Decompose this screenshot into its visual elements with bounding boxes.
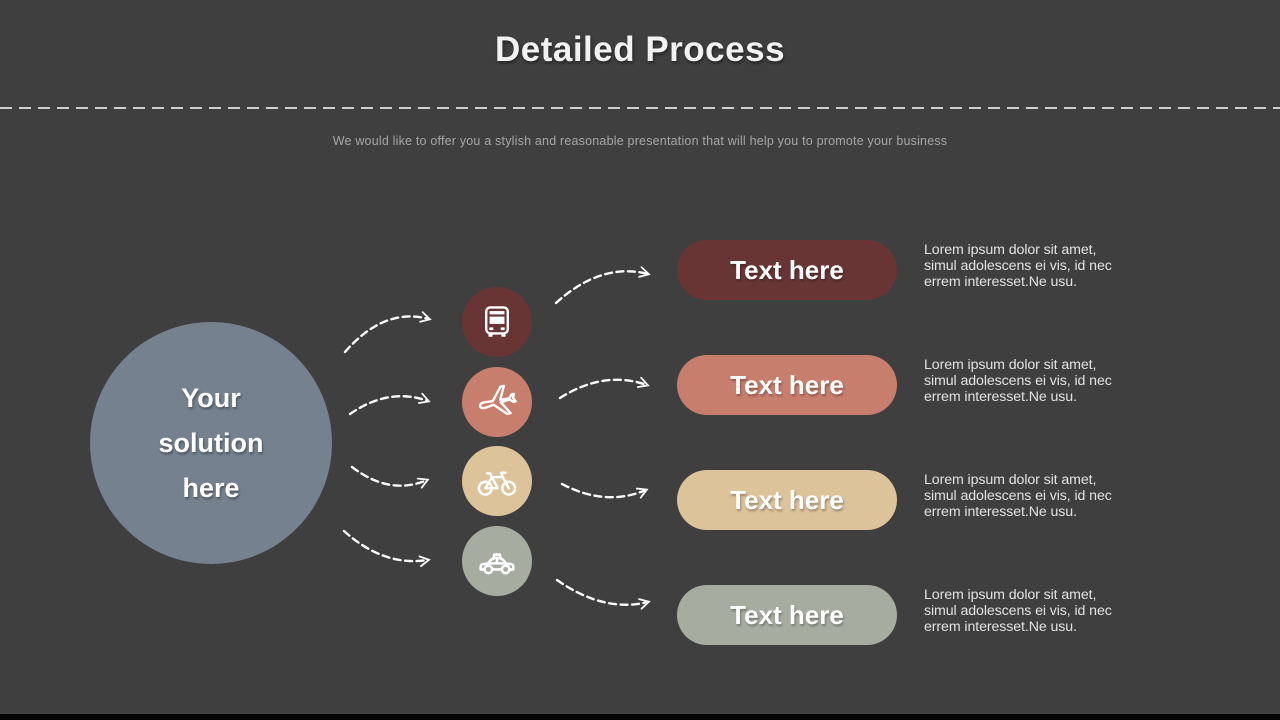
button-label: Text here xyxy=(730,254,844,285)
car-icon xyxy=(479,553,515,575)
plane-icon xyxy=(478,384,517,416)
button-label: Text here xyxy=(730,599,844,630)
slide-subtitle: We would like to offer you a stylish and… xyxy=(332,134,948,148)
bottom-bar xyxy=(0,714,1280,720)
text-here-button-4[interactable]: Text here xyxy=(677,585,897,645)
arrow-bicycle-to-button xyxy=(560,482,649,499)
text-here-button-1[interactable]: Text here xyxy=(677,240,897,300)
bicycle-icon xyxy=(477,471,517,496)
page-title: Detailed Process xyxy=(494,30,786,69)
button-label: Text here xyxy=(730,369,844,400)
car-icon-circle[interactable] xyxy=(462,526,532,596)
text-here-button-3[interactable]: Text here xyxy=(677,470,897,530)
arrow-circle-to-car xyxy=(342,529,431,568)
solution-circle-label: Your solution here xyxy=(158,382,264,503)
solution-circle[interactable]: Your solution here xyxy=(90,322,332,564)
bicycle-icon-circle[interactable] xyxy=(462,446,532,516)
bus-icon-circle[interactable] xyxy=(462,287,532,357)
arrow-car-to-button xyxy=(555,578,651,610)
bus-icon xyxy=(485,306,509,337)
arrow-circle-to-bicycle xyxy=(350,465,430,489)
arrow-circle-to-bus xyxy=(343,311,432,354)
description-text-4: Lorem ipsum dolor sit amet, simul adoles… xyxy=(924,587,1112,635)
arrow-bus-to-button xyxy=(554,266,651,305)
dashed-divider xyxy=(0,107,1280,109)
description-text-2: Lorem ipsum dolor sit amet, simul adoles… xyxy=(924,357,1112,405)
arrow-circle-to-plane xyxy=(348,392,431,416)
plane-icon-circle[interactable] xyxy=(462,367,532,437)
description-text-3: Lorem ipsum dolor sit amet, simul adoles… xyxy=(924,472,1112,520)
button-label: Text here xyxy=(730,484,844,515)
description-text-1: Lorem ipsum dolor sit amet, simul adoles… xyxy=(924,242,1112,290)
arrow-plane-to-button xyxy=(558,376,650,400)
text-here-button-2[interactable]: Text here xyxy=(677,355,897,415)
